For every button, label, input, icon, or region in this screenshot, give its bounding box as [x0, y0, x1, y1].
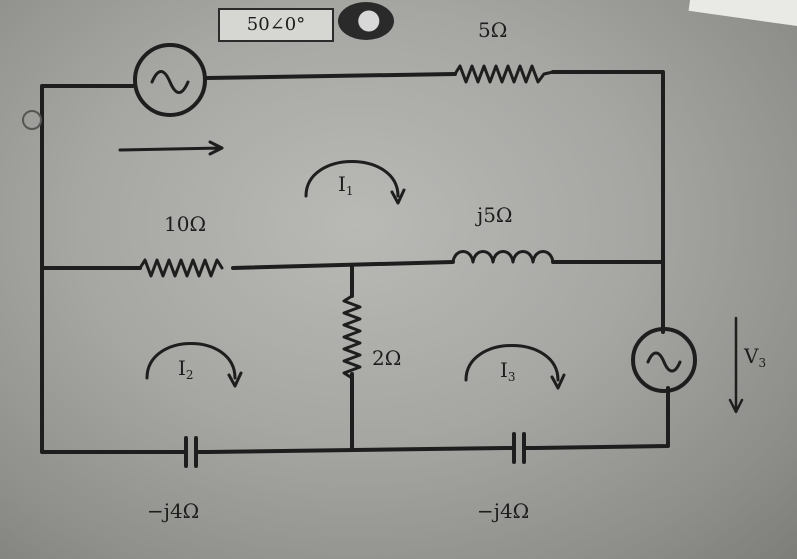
current-direction-arrow — [118, 140, 224, 156]
wire-left-lower — [40, 266, 178, 454]
loop-i1-sub: 1 — [345, 184, 354, 198]
capacitor-right-label: −j4Ω — [477, 499, 530, 523]
resistor-10-label: 10Ω — [164, 212, 207, 236]
v3-label: V3 — [744, 344, 766, 370]
loop-i3-arc — [464, 344, 560, 382]
loop-i3-label: I3 — [500, 358, 516, 384]
edge-mark — [22, 110, 42, 130]
capacitor-left — [174, 436, 210, 468]
source-value-box: 50∠0° — [218, 8, 334, 42]
source-label: 50∠0° — [246, 14, 306, 35]
loop-i1-arrowhead — [390, 188, 406, 205]
resistor-2-label: 2Ω — [372, 346, 402, 370]
resistor-5-ohm — [453, 64, 555, 84]
loop-i3-arrowhead — [550, 373, 566, 390]
wire-bottom-right — [533, 386, 670, 450]
capacitor-right — [504, 432, 537, 464]
inductor-j5-ohm — [451, 250, 555, 264]
loop-i1-letter: I — [338, 172, 346, 196]
inductor-label: j5Ω — [477, 203, 513, 227]
loop-i2-label: I2 — [178, 356, 194, 382]
resistor-10-ohm — [138, 258, 224, 278]
capacitor-left-label: −j4Ω — [147, 499, 200, 523]
v3-letter: V — [744, 344, 759, 368]
ac-source-right-wave — [646, 351, 682, 373]
loop-i2-letter: I — [178, 356, 186, 380]
resistor-2-ohm — [342, 294, 362, 380]
ink-blot — [338, 2, 394, 40]
ac-source-top — [133, 43, 207, 117]
v3-sub: 3 — [758, 356, 767, 370]
loop-i2-sub: 2 — [185, 368, 194, 382]
loop-i3-letter: I — [500, 358, 508, 382]
wire-top-right — [551, 70, 665, 334]
v3-arrow — [728, 316, 744, 414]
loop-i2-arc — [145, 342, 237, 380]
wire-top-middle — [205, 72, 457, 80]
ac-source-top-wave — [150, 70, 190, 94]
wire-top-left — [40, 84, 135, 270]
loop-i3-sub: 3 — [507, 370, 516, 384]
wire-bottom-middle — [206, 446, 508, 454]
resistor-5-label: 5Ω — [478, 18, 508, 42]
ac-source-right — [631, 327, 697, 393]
loop-i2-arrowhead — [227, 371, 243, 388]
wire-mid-center — [231, 260, 455, 270]
loop-i1-label: I1 — [338, 172, 354, 198]
loop-i1-arc — [304, 160, 400, 198]
